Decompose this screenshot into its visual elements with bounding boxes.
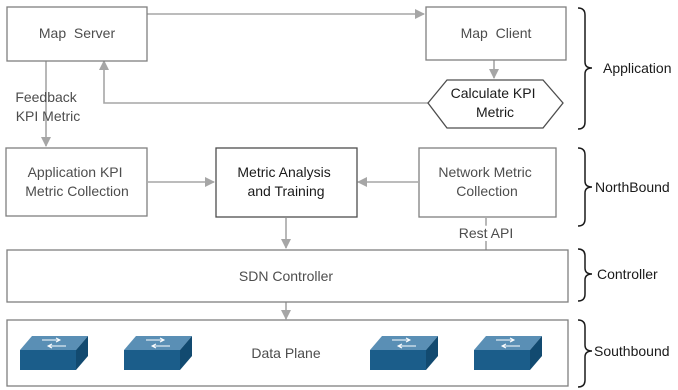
- southbound-brace: [577, 319, 593, 388]
- network-switch-icon: [124, 336, 192, 370]
- map-server-label: Map Server: [39, 25, 116, 41]
- data-plane-label: Data Plane: [251, 345, 320, 361]
- edge-calculate-to-server: [99, 60, 428, 104]
- calculate-kpi-label: Calculate KPI Metric: [451, 85, 540, 120]
- layer-label-northbound: NorthBound: [595, 179, 670, 195]
- layer-label-southbound: Southbound: [594, 343, 670, 359]
- app-kpi-collection-node: Application KPI Metric Collection: [5, 147, 148, 217]
- calculate-kpi-node: Calculate KPI Metric: [427, 79, 564, 129]
- network-metric-label: Network Metric Collection: [438, 164, 535, 199]
- app-kpi-collection-label: Application KPI Metric Collection: [25, 164, 128, 199]
- network-metric-node: Network Metric Collection: [418, 147, 557, 218]
- network-switch-icon: [474, 336, 542, 370]
- sdn-controller-node: SDN Controller: [6, 249, 569, 303]
- feedback-label: Feedback KPI Metric: [15, 89, 80, 124]
- application-brace: [577, 7, 593, 130]
- map-server-node: Map Server: [6, 6, 148, 62]
- controller-brace: [577, 248, 593, 302]
- map-client-node: Map Client: [425, 6, 567, 61]
- sdn-controller-label: SDN Controller: [239, 268, 333, 284]
- network-switch-icon: [370, 336, 438, 370]
- connectors: [41, 9, 499, 320]
- northbound-brace: [577, 147, 593, 227]
- layer-label-application: Application: [603, 60, 672, 76]
- metric-analysis-node: Metric Analysis and Training: [215, 147, 358, 218]
- metric-analysis-label: Metric Analysis and Training: [237, 164, 334, 199]
- layer-label-controller: Controller: [597, 266, 658, 282]
- map-client-label: Map Client: [461, 25, 532, 41]
- rest-api-label: Rest API: [459, 225, 513, 241]
- network-switch-icon: [20, 336, 88, 370]
